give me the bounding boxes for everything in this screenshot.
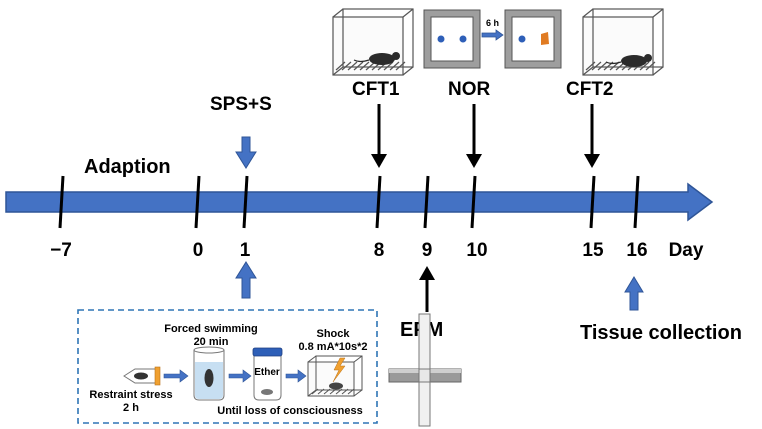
nor-interval-arrow: 6 h: [481, 18, 504, 41]
nor-arena-1-icon: [423, 9, 481, 69]
tick-mark: [194, 175, 201, 229]
shock-label: Shock: [316, 328, 350, 340]
lightning-bolt-icon: [332, 357, 346, 383]
tick-label: 9: [422, 240, 433, 261]
restraint-duration-label: 2 h: [123, 402, 139, 414]
tick-mark: [470, 175, 477, 229]
timeline-arrow: [5, 182, 714, 222]
timeline-ticks: [58, 175, 640, 229]
tick-label: 16: [626, 240, 647, 261]
day-unit-label: Day: [669, 240, 704, 261]
tick-mark: [375, 175, 382, 229]
mouse-icon: [605, 54, 652, 67]
tick-mark: [589, 175, 596, 229]
epm-maze-icon: [388, 313, 462, 427]
tick-mark: [58, 175, 65, 229]
sps-label: SPS+S: [210, 94, 272, 115]
cft2-label: CFT2: [566, 79, 614, 100]
tick-label: 10: [466, 240, 487, 261]
tick-label: 0: [193, 240, 204, 261]
nor-label: NOR: [448, 79, 491, 100]
tick-mark: [633, 175, 640, 229]
restraint-tube-icon: [123, 366, 161, 386]
ether-label: Ether: [254, 367, 280, 378]
cft2-chamber-icon: [582, 8, 664, 76]
mouse-icon: [353, 52, 400, 65]
tissue-collection-label: Tissue collection: [580, 322, 742, 344]
tick-label: 8: [374, 240, 385, 261]
cft1-chamber-icon: [332, 8, 414, 76]
cft2-arrow-head: [584, 154, 600, 168]
shock-parameters-label: 0.8 mA*10s*2: [298, 341, 367, 353]
sps-procedure-box: [77, 309, 378, 424]
procedure-arrow: [228, 369, 252, 383]
tick-mark: [242, 175, 249, 229]
procedure-arrow: [285, 369, 307, 383]
cft1-arrow-head: [371, 154, 387, 168]
adaption-label: Adaption: [84, 156, 171, 178]
blue-arrow: [235, 136, 257, 169]
swim-beaker-icon: [193, 346, 225, 401]
tick-label: 1: [240, 240, 251, 261]
blue-arrow-up-tissue: [624, 276, 644, 311]
procedure-arrow: [163, 369, 189, 383]
novel-object-icon: [541, 32, 549, 45]
ether-jar-icon: [252, 347, 283, 401]
blue-arrow-up: [235, 261, 257, 299]
nor-interval-label: 6 h: [486, 18, 499, 28]
restraint-stress-label: Restraint stress: [89, 389, 172, 401]
swim-duration-label: 20 min: [194, 336, 229, 348]
tick-mark: [423, 175, 430, 229]
tick-label: −7: [50, 240, 72, 261]
nor-arrow-head: [466, 154, 482, 168]
cft1-label: CFT1: [352, 79, 400, 100]
epm-arrow-head: [419, 266, 435, 280]
mouse-icon: [329, 382, 343, 390]
nor-arena-2-icon: [504, 9, 562, 69]
ether-note-label: Until loss of consciousness: [217, 405, 362, 417]
tick-label: 15: [582, 240, 604, 261]
forced-swimming-label: Forced swimming: [164, 323, 258, 335]
shock-chamber-icon: [307, 355, 363, 397]
